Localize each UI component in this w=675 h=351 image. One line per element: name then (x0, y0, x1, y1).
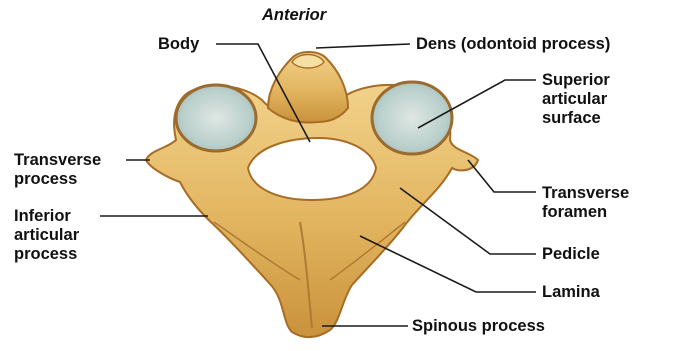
label-transverse-foramen: Transverse foramen (542, 184, 629, 222)
label-superior-articular-line-3: surface (542, 109, 610, 128)
label-transverse-foramen-line-1: Transverse (542, 184, 629, 203)
label-inferior-articular-line-2: articular (14, 226, 79, 245)
label-body: Body (158, 35, 199, 54)
vertebral-foramen (248, 138, 376, 200)
left-articular-facet (176, 85, 256, 151)
label-inferior-articular-line-3: process (14, 245, 79, 264)
label-transverse-process: Transverse process (14, 151, 101, 189)
right-articular-facet (372, 82, 452, 154)
label-dens: Dens (odontoid process) (416, 35, 610, 54)
label-spinous-process: Spinous process (412, 317, 545, 336)
dens-tip (292, 55, 324, 69)
label-pedicle: Pedicle (542, 245, 600, 264)
label-transverse-process-line-2: process (14, 170, 101, 189)
label-inferior-articular-process: Inferior articular process (14, 207, 79, 264)
leader-dens (316, 44, 410, 48)
label-superior-articular-line-1: Superior (542, 71, 610, 90)
diagram-title: Anterior (262, 6, 326, 25)
label-inferior-articular-line-1: Inferior (14, 207, 79, 226)
label-lamina: Lamina (542, 283, 600, 302)
label-transverse-process-line-1: Transverse (14, 151, 101, 170)
label-transverse-foramen-line-2: foramen (542, 203, 629, 222)
label-superior-articular-surface: Superior articular surface (542, 71, 610, 128)
label-superior-articular-line-2: articular (542, 90, 610, 109)
leader-transverse-foramen (468, 160, 536, 192)
